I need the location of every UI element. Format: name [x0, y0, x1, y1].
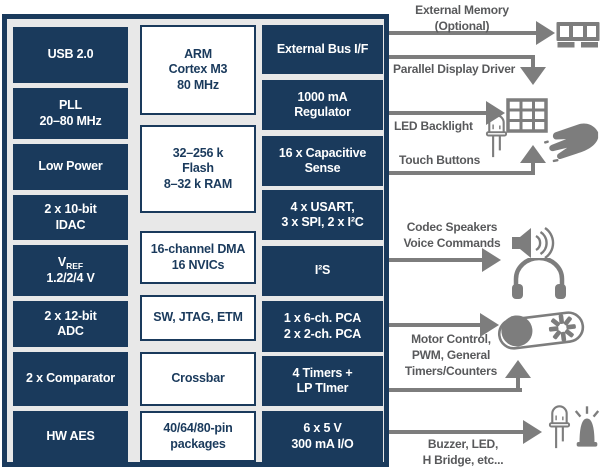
- block-label: Regulator: [294, 105, 351, 119]
- block-label: External Bus I/F: [276, 41, 369, 56]
- block-label: 2 x 2-ch. PCA: [283, 326, 362, 341]
- motor-icon: [497, 311, 585, 350]
- parallel-display-arrowhead: [520, 67, 546, 85]
- block-pca: 1 x 6-ch. PCA 2 x 2-ch. PCA: [262, 301, 383, 352]
- buzzer-arrow: [389, 430, 523, 434]
- buzzer-arrowhead: [523, 420, 542, 444]
- buzzer-label: Buzzer, LED, H Bridge, etc...: [422, 437, 504, 467]
- parallel-display-arrow: [389, 55, 535, 59]
- block-label: 16 x Capacitive: [278, 145, 367, 160]
- block-packages: 40/64/80-pin packages: [140, 411, 256, 462]
- block-label: 2 x 12-bit: [44, 308, 97, 323]
- block-label: ARM: [184, 46, 212, 61]
- speaker-icon: [512, 227, 555, 259]
- hand-touch-icon: [543, 123, 599, 163]
- block-dma: 16-channel DMA 16 NVICs: [140, 231, 256, 284]
- parallel-display-label: Parallel Display Driver: [393, 62, 516, 76]
- block-label: Low Power: [38, 159, 103, 174]
- block-label: VREF: [57, 254, 84, 271]
- block-label: 1000 mA: [297, 89, 348, 104]
- block-label: Cortex M3: [168, 62, 228, 77]
- block-label: USB 2.0: [47, 47, 94, 62]
- block-label: Crossbar: [171, 371, 225, 386]
- block-label: PLL: [58, 98, 82, 112]
- block-vref: VREF 1.2/2/4 V: [13, 245, 128, 296]
- block-idac: 2 x 10-bit IDAC: [13, 195, 128, 240]
- touch-buttons-label: Touch Buttons: [399, 153, 481, 167]
- block-label: Sense: [304, 161, 341, 175]
- block-label: LP TImer: [296, 381, 349, 395]
- block-label: 3 x SPI, 2 x I²C: [281, 215, 364, 229]
- block-label: 80 MHz: [177, 77, 219, 92]
- motor-return-arrow: [516, 378, 520, 392]
- motor-return-arrow: [389, 388, 522, 392]
- block-label: 4 Timers +: [292, 365, 353, 380]
- block-label: 20–80 MHz: [39, 113, 102, 128]
- motor-arrow: [389, 323, 480, 327]
- block-adc: 2 x 12-bit ADC: [13, 301, 128, 347]
- parallel-display-arrow: [531, 55, 535, 69]
- block-label: 300 mA I/O: [291, 436, 354, 451]
- display-grid-icon: [506, 98, 548, 133]
- codec-label: Codec Speakers Voice Commands: [403, 220, 501, 250]
- motor-arrowhead: [480, 313, 499, 337]
- block-regulator: 1000 mA Regulator: [262, 80, 383, 130]
- block-label: 40/64/80-pin: [163, 421, 233, 435]
- headphones-icon: [512, 258, 566, 299]
- block-low-power: Low Power: [13, 144, 128, 190]
- block-label: ADC: [57, 324, 84, 338]
- codec-arrow: [389, 258, 482, 262]
- led-icon: [485, 114, 508, 158]
- block-label: 1.2/2/4 V: [46, 271, 95, 285]
- block-serial-interfaces: 4 x USART, 3 x SPI, 2 x I²C: [262, 190, 383, 240]
- siren-icon: [574, 406, 600, 447]
- external-memory-label: External Memory (Optional): [415, 3, 509, 33]
- led-backlight-label: LED Backlight: [394, 119, 473, 133]
- block-memory: 32–256 k Flash 8–32 k RAM: [140, 125, 256, 213]
- block-capacitive-sense: 16 x Capacitive Sense: [262, 136, 383, 186]
- block-label: packages: [170, 436, 226, 451]
- block-label: 2 x 10-bit: [44, 202, 97, 216]
- block-external-bus: External Bus I/F: [262, 25, 383, 74]
- external-memory-arrowhead: [536, 21, 555, 45]
- block-pll: PLL 20–80 MHz: [13, 88, 128, 139]
- led-icon: [548, 405, 571, 449]
- touch-buttons-arrowhead: [520, 145, 546, 163]
- block-timers: 4 Timers + LP TImer: [262, 356, 383, 406]
- block-debug: SW, JTAG, ETM: [140, 295, 256, 341]
- codec-arrowhead: [482, 248, 501, 272]
- block-i2s: I²S: [262, 246, 383, 296]
- block-label: HW AES: [46, 428, 95, 443]
- block-label: I²S: [314, 263, 331, 278]
- block-label: Flash: [182, 161, 214, 176]
- touch-buttons-arrow: [531, 161, 535, 175]
- motor-label: Motor Control, PWM, General Timers/Count…: [404, 332, 498, 378]
- memory-module-icon: [556, 22, 600, 48]
- block-io: 6 x 5 V 300 mA I/O: [262, 411, 383, 462]
- motor-return-arrowhead: [505, 360, 531, 378]
- block-label: 16-channel DMA: [150, 242, 246, 256]
- block-crossbar: Crossbar: [140, 352, 256, 406]
- block-comparator: 2 x Comparator: [13, 352, 128, 406]
- block-usb: USB 2.0: [13, 27, 128, 83]
- block-label: 8–32 k RAM: [163, 176, 233, 191]
- block-label: SW, JTAG, ETM: [153, 310, 243, 325]
- block-label: 2 x Comparator: [26, 371, 115, 386]
- touch-buttons-arrow: [389, 171, 535, 175]
- led-backlight-arrow: [389, 111, 486, 115]
- block-label: 6 x 5 V: [303, 421, 342, 435]
- block-label: IDAC: [55, 217, 86, 232]
- block-label: 32–256 k: [172, 145, 224, 160]
- block-arm-core: ARM Cortex M3 80 MHz: [140, 25, 256, 115]
- block-label: 16 NVICs: [171, 257, 225, 272]
- block-hw-aes: HW AES: [13, 411, 128, 462]
- external-memory-arrow: [389, 31, 536, 35]
- block-label: 1 x 6-ch. PCA: [283, 311, 362, 325]
- block-label: 4 x USART,: [290, 199, 355, 214]
